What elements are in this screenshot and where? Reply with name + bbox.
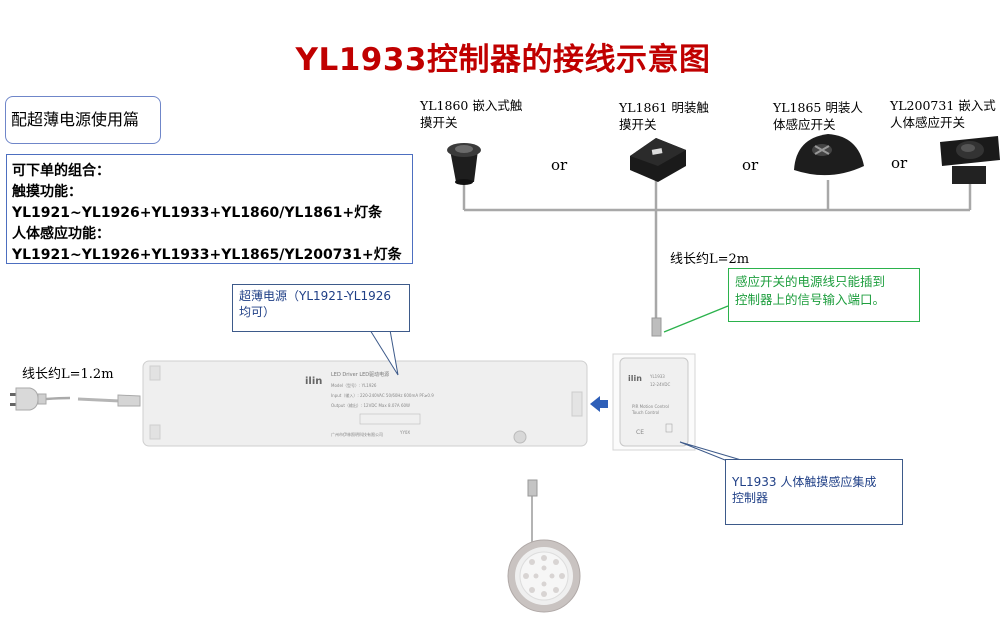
- svg-text:PIR Motion Control: PIR Motion Control: [632, 404, 669, 409]
- signal-input-note: 感应开关的电源线只能插到 控制器上的信号输入端口。: [728, 268, 920, 322]
- or-separator-2: or: [742, 156, 759, 174]
- sensor-function-label: 人体感应功能：: [12, 226, 110, 242]
- signal-connector: [651, 317, 662, 337]
- yl1861-switch-image: [630, 138, 686, 182]
- svg-text:LED Driver LED驱动电源: LED Driver LED驱动电源: [331, 371, 389, 378]
- controller-image: ilin YL1933 12-24VDC PIR Motion Control …: [612, 353, 696, 451]
- diagram-title: YL1933控制器的接线示意图: [295, 42, 711, 78]
- yl1860-switch-image: [447, 143, 481, 185]
- touch-function-label: 触摸功能：: [12, 184, 82, 200]
- svg-text:YY0X: YY0X: [399, 430, 410, 435]
- puck-light-image: [507, 539, 581, 613]
- power-plug-image: [10, 387, 71, 411]
- svg-text:Model（型号）: YL1926: Model（型号）: YL1926: [331, 382, 377, 388]
- svg-text:ilin: ilin: [628, 374, 642, 383]
- svg-text:Output（输出）: 12VDC Max 8.07A 60: Output（输出）: 12VDC Max 8.07A 60W: [331, 402, 410, 408]
- svg-text:12-24VDC: 12-24VDC: [650, 382, 670, 387]
- blue-arrow: [590, 396, 608, 412]
- or-separator-1: or: [551, 156, 568, 174]
- switch-wire-length: 线长约L=2m: [670, 252, 750, 267]
- sensor-function-combo: YL1921~YL1926+YL1933+YL1865/YL200731+灯条: [12, 247, 402, 263]
- light-cable: [527, 479, 538, 542]
- power-cord: [77, 394, 141, 407]
- green-pointer: [663, 305, 729, 333]
- svg-text:ilin: ilin: [305, 376, 322, 387]
- combination-box: 可下单的组合： 触摸功能： YL1921~YL1926+YL1933+YL186…: [6, 154, 413, 264]
- svg-text:CE: CE: [636, 429, 644, 436]
- svg-text:Input（输入）: 220-240VAC 50/60Hz: Input（输入）: 220-240VAC 50/60Hz 600mA PF≥0…: [331, 392, 434, 398]
- switch-bus-wires: [462, 176, 972, 336]
- mode-box: 配超薄电源使用篇: [5, 96, 161, 144]
- svg-text:YL1933: YL1933: [649, 374, 665, 379]
- combo-heading: 可下单的组合：: [12, 163, 110, 179]
- controller-callout: YL1933 人体触摸感应集成 控制器: [725, 459, 903, 525]
- yl1861-label: YL1861 明装触 摸开关: [619, 100, 709, 132]
- led-driver-image: LED Driver LED驱动电源 Model（型号）: YL1926 Inp…: [142, 360, 588, 447]
- yl1860-label: YL1860 嵌入式触 摸开关: [420, 98, 523, 130]
- yl200731-label: YL200731 嵌入式 人体感应开关: [890, 98, 996, 130]
- or-separator-3: or: [891, 154, 908, 172]
- svg-text:Touch Control: Touch Control: [631, 410, 659, 415]
- svg-text:广州市伊林照明科技有限公司: 广州市伊林照明科技有限公司: [331, 431, 383, 437]
- driver-callout: 超薄电源（YL1921-YL1926 均可）: [232, 284, 410, 332]
- touch-function-combo: YL1921~YL1926+YL1933+YL1860/YL1861+灯条: [12, 205, 383, 221]
- yl1865-switch-image: [794, 134, 864, 176]
- yl200731-switch-image: [940, 136, 1000, 184]
- yl1865-label: YL1865 明装人 体感应开关: [773, 100, 863, 132]
- power-wire-length: 线长约L=1.2m: [22, 367, 114, 382]
